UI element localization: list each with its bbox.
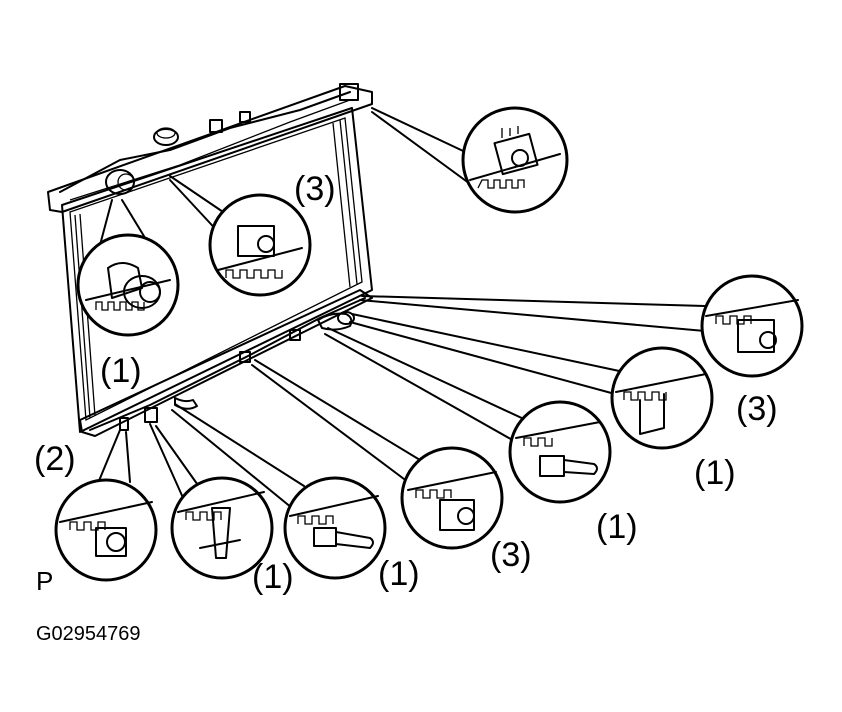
detail-center-bracket: [400, 446, 504, 550]
figure-code: G02954769: [36, 623, 141, 645]
view-letter: P: [36, 566, 53, 596]
label-lower-right-bracket: (3): [736, 390, 778, 428]
label-lower-right-fitting: (1): [596, 508, 638, 546]
upper-tank: [47, 85, 373, 213]
label-lower-hose: (1): [378, 555, 420, 593]
detail-lower-clip: [170, 476, 274, 580]
detail-upper-outlet: [76, 233, 180, 337]
part-labels: (1) (3) (2) (1) (1) (3) (1) (1) (3): [34, 170, 778, 596]
radiator-core-fins: [74, 119, 358, 419]
detail-drain: [54, 478, 158, 582]
label-lower-right-tab: (1): [694, 454, 736, 492]
detail-top-right: [461, 106, 569, 214]
detail-lower-right-tab: [610, 346, 714, 450]
label-lower-clip: (1): [252, 558, 294, 596]
detail-lower-right-bracket: [700, 274, 804, 378]
label-upper-bracket: (3): [294, 170, 336, 208]
leader-lines: [95, 107, 717, 509]
radiator-cap: [153, 128, 179, 146]
detail-upper-bracket: [208, 193, 312, 297]
label-lower-bracket-center: (3): [490, 536, 532, 574]
detail-lower-right-fitting: [508, 400, 612, 504]
lower-tank: [79, 289, 373, 437]
label-lower-left-drain: (2): [34, 440, 76, 478]
label-top-left-tank-outlet: (1): [100, 352, 142, 390]
detail-lower-hose: [283, 476, 387, 580]
radiator-body: [47, 83, 373, 437]
